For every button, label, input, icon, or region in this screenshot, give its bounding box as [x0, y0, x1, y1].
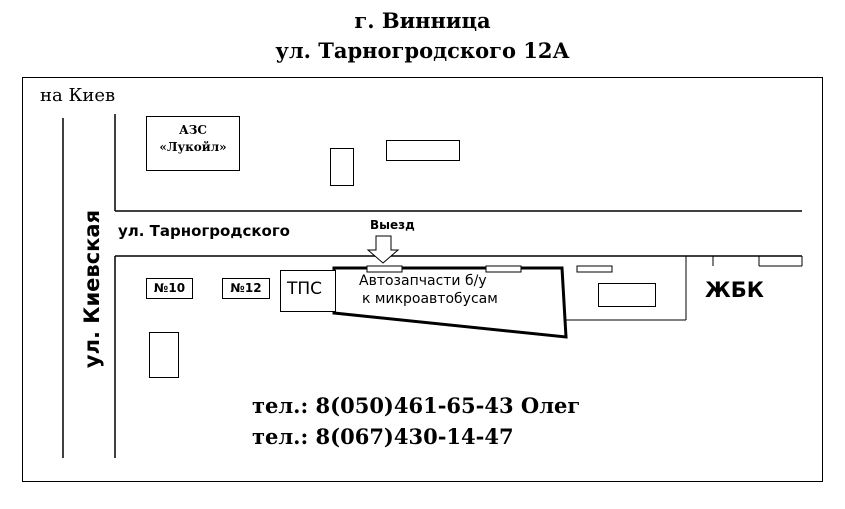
phone-1: тел.: 8(050)461-65-43 Олег — [252, 393, 581, 418]
azs-lukoil-building: АЗС «Лукойл» — [146, 116, 240, 171]
building-no12-label: №12 — [230, 281, 262, 295]
building-north-wide — [386, 140, 460, 161]
shop-line1: Автозапчасти б/у — [359, 273, 487, 289]
azs-line2: «Лукойл» — [159, 140, 227, 154]
tps-building: ТПС — [280, 270, 336, 312]
exit-arrow — [366, 235, 400, 264]
address-title: ул. Тарногродского 12А — [275, 38, 570, 63]
building-south-small — [149, 332, 179, 378]
exit-label: Выезд — [370, 218, 415, 232]
city-title: г. Винница — [354, 8, 491, 33]
building-no10-label: №10 — [153, 281, 186, 295]
azs-line1: АЗС — [179, 123, 207, 137]
gate-2 — [485, 265, 522, 273]
gate-3 — [576, 265, 613, 273]
building-no10: №10 — [146, 278, 193, 299]
building-no12: №12 — [222, 278, 270, 299]
tps-label: ТПС — [287, 279, 323, 299]
zhbk-label: ЖБК — [705, 278, 764, 302]
phone-2: тел.: 8(067)430-14-47 — [252, 424, 514, 449]
building-property-inner — [598, 283, 656, 307]
shop-line2: к микроавтобусам — [362, 291, 498, 307]
tarnogrodskogo-street-label: ул. Тарногродского — [118, 222, 290, 240]
gate-1 — [366, 265, 403, 273]
to-kiev-label: на Киев — [40, 85, 116, 106]
kievskaya-street-label: ул. Киевская — [80, 209, 104, 369]
building-north-small — [330, 148, 354, 186]
